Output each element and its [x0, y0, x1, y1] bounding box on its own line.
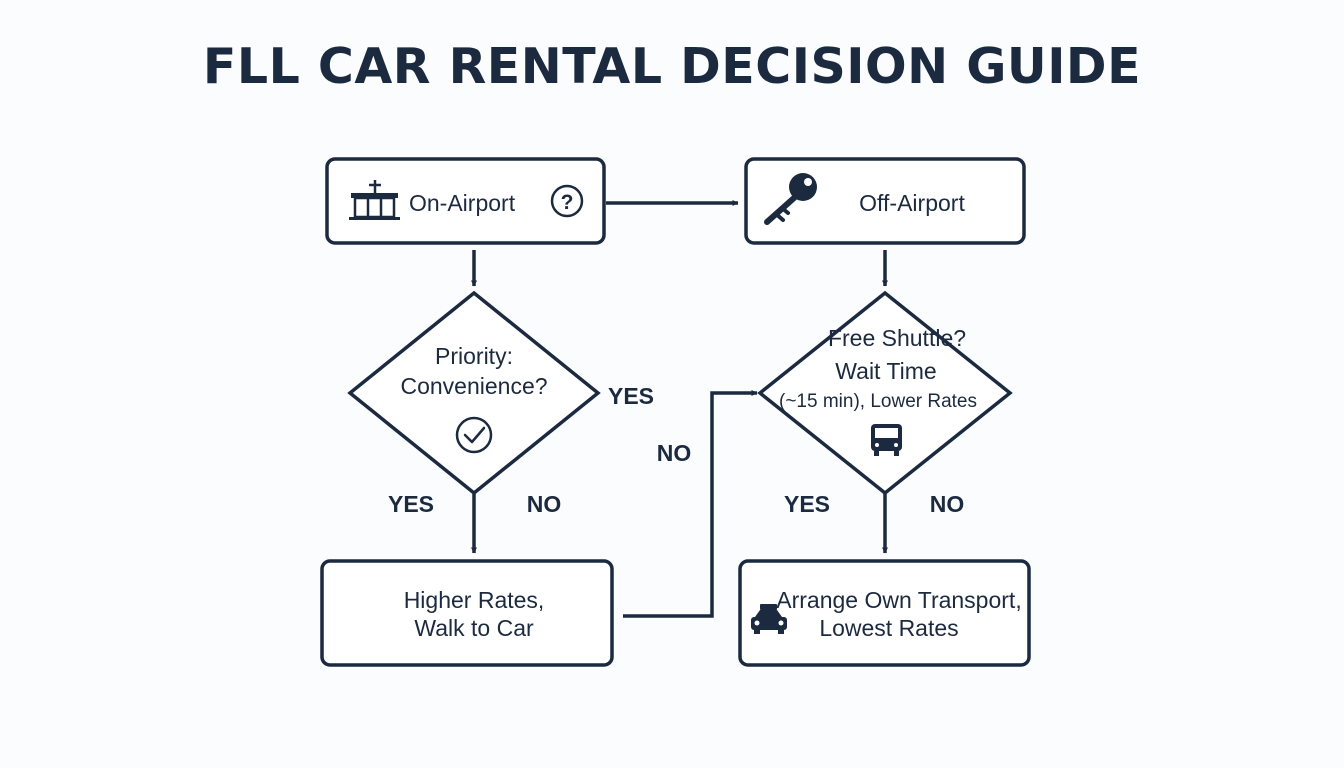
node-own-transport-line1: Arrange Own Transport,	[776, 587, 1021, 613]
branch-label-priority-no: NO	[527, 491, 562, 517]
node-off-airport-box	[744, 157, 1026, 245]
node-higher-rates-line1: Higher Rates,	[404, 587, 545, 613]
node-on-airport-label: On-Airport	[409, 190, 516, 216]
branch-label-priority-yes: YES	[388, 491, 434, 517]
node-higher-rates-box	[320, 559, 614, 667]
node-priority: Priority: Convenience?	[347, 290, 601, 496]
check-circle-icon	[455, 416, 493, 454]
node-own-transport-line2: Lowest Rates	[819, 615, 958, 641]
node-shuttle-line3: (~15 min), Lower Rates	[779, 391, 977, 412]
node-shuttle-line1: Free Shuttle?	[828, 325, 966, 351]
edges	[471, 200, 888, 618]
node-shuttle-diamond	[757, 290, 1013, 496]
node-own-transport: Arrange Own Transport, Lowest Rates	[738, 559, 1031, 667]
node-priority-diamond	[347, 290, 601, 496]
node-higher-rates: Higher Rates, Walk to Car	[320, 559, 614, 667]
node-shuttle: Free Shuttle? Wait Time (~15 min), Lower…	[757, 290, 1013, 496]
node-higher-rates-line2: Walk to Car	[414, 615, 534, 641]
node-priority-line2: Convenience?	[400, 373, 547, 399]
branch-labels: YES YES NO NO YES NO	[388, 383, 964, 517]
node-priority-line1: Priority:	[435, 343, 513, 369]
branch-label-shuttle-no: NO	[930, 491, 965, 517]
node-on-airport-box	[325, 157, 606, 245]
branch-label-shuttle-yes: YES	[784, 491, 830, 517]
page-title: FLL CAR RENTAL DECISION GUIDE	[203, 38, 1141, 95]
svg-text:?: ?	[561, 191, 574, 214]
taxi-icon	[751, 604, 787, 634]
edge-higher-rates-to-shuttle	[623, 390, 758, 618]
question-circle-icon: ?	[550, 184, 584, 218]
branch-label-to-shuttle-no: NO	[657, 440, 692, 466]
node-on-airport: On-Airport ?	[325, 157, 606, 245]
branch-label-priority-side-yes: YES	[608, 383, 654, 409]
bus-icon	[871, 424, 902, 456]
node-off-airport-label: Off-Airport	[859, 190, 965, 216]
node-off-airport: Off-Airport	[744, 157, 1026, 245]
node-shuttle-line2: Wait Time	[835, 358, 936, 384]
node-own-transport-box	[738, 559, 1031, 667]
key-icon	[764, 173, 817, 225]
terminal-icon	[349, 180, 400, 220]
